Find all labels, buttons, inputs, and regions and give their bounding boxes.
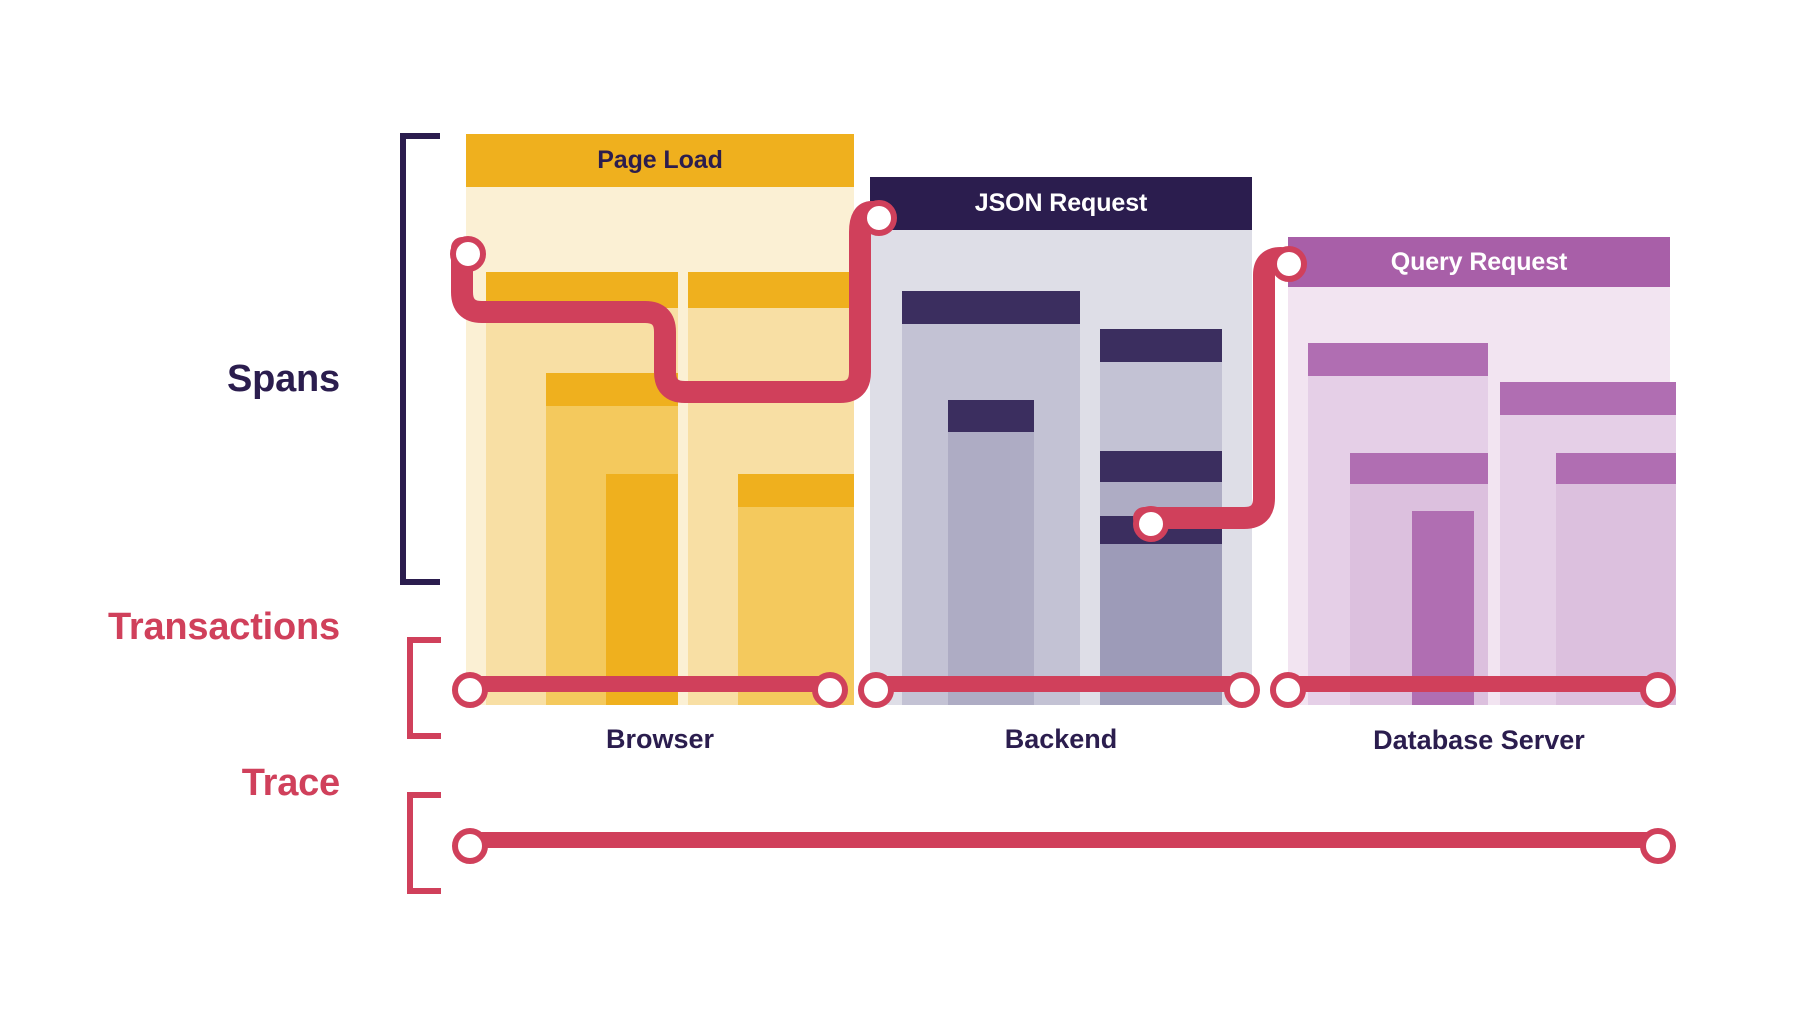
span-cap xyxy=(1500,382,1676,415)
transaction-node-browser-end[interactable] xyxy=(812,672,848,708)
span-header-json-request: JSON Request xyxy=(870,177,1252,230)
span-bar-browser-3 xyxy=(606,474,678,705)
span-header-label: Page Load xyxy=(597,146,723,174)
transaction-node-database-end[interactable] xyxy=(1640,672,1676,708)
service-body-browser xyxy=(466,187,854,705)
span-cap xyxy=(1100,451,1222,482)
service-name-backend: Backend xyxy=(1004,724,1118,754)
span-stem xyxy=(948,432,1034,705)
span-bar-browser-5 xyxy=(738,474,854,705)
connector-node-browser-start xyxy=(450,236,486,272)
span-cap xyxy=(948,400,1034,432)
row-label-trace: Trace xyxy=(241,762,341,804)
span-cap xyxy=(486,272,678,308)
span-stem xyxy=(606,507,678,705)
transaction-node-backend-start[interactable] xyxy=(858,672,894,708)
transaction-segment-browser[interactable] xyxy=(463,676,835,692)
transaction-segment-backend[interactable] xyxy=(869,676,1247,692)
span-cap xyxy=(546,373,678,406)
service-body-backend xyxy=(870,230,1252,705)
bracket-transactions xyxy=(407,637,441,739)
bracket-spans xyxy=(400,133,440,585)
span-header-page-load: Page Load xyxy=(466,134,854,187)
span-cap xyxy=(738,474,854,507)
service-name-browser: Browser xyxy=(605,724,715,754)
transaction-segment-database[interactable] xyxy=(1281,676,1663,692)
connector-node-backend-db-call xyxy=(1133,506,1169,542)
span-cap xyxy=(1100,329,1222,362)
trace-segment-full[interactable] xyxy=(463,832,1663,848)
connector-node-database-entry xyxy=(1271,246,1307,282)
trace-node-start[interactable] xyxy=(452,828,488,864)
span-cap xyxy=(1308,343,1488,376)
span-header-query-request: Query Request xyxy=(1288,237,1670,287)
row-label-transactions: Transactions xyxy=(107,606,340,648)
trace-node-end[interactable] xyxy=(1640,828,1676,864)
connector-node-backend-entry xyxy=(861,200,897,236)
span-header-label: Query Request xyxy=(1390,247,1568,276)
transaction-node-browser-start[interactable] xyxy=(452,672,488,708)
span-bar-database-5 xyxy=(1556,453,1676,705)
span-bar-backend-2 xyxy=(948,400,1034,705)
span-cap xyxy=(688,272,854,308)
span-cap xyxy=(1412,511,1474,542)
transaction-node-database-start[interactable] xyxy=(1270,672,1306,708)
span-stem xyxy=(1556,484,1676,705)
span-cap xyxy=(902,291,1080,324)
transaction-node-backend-end[interactable] xyxy=(1224,672,1260,708)
span-header-label: JSON Request xyxy=(974,189,1148,217)
row-label-spans: Spans xyxy=(226,358,340,400)
span-cap xyxy=(1556,453,1676,484)
service-name-database: Database Server xyxy=(1373,725,1585,755)
span-cap xyxy=(1350,453,1488,484)
service-body-database xyxy=(1288,287,1676,705)
bracket-trace xyxy=(407,792,441,894)
span-cap xyxy=(606,474,678,507)
